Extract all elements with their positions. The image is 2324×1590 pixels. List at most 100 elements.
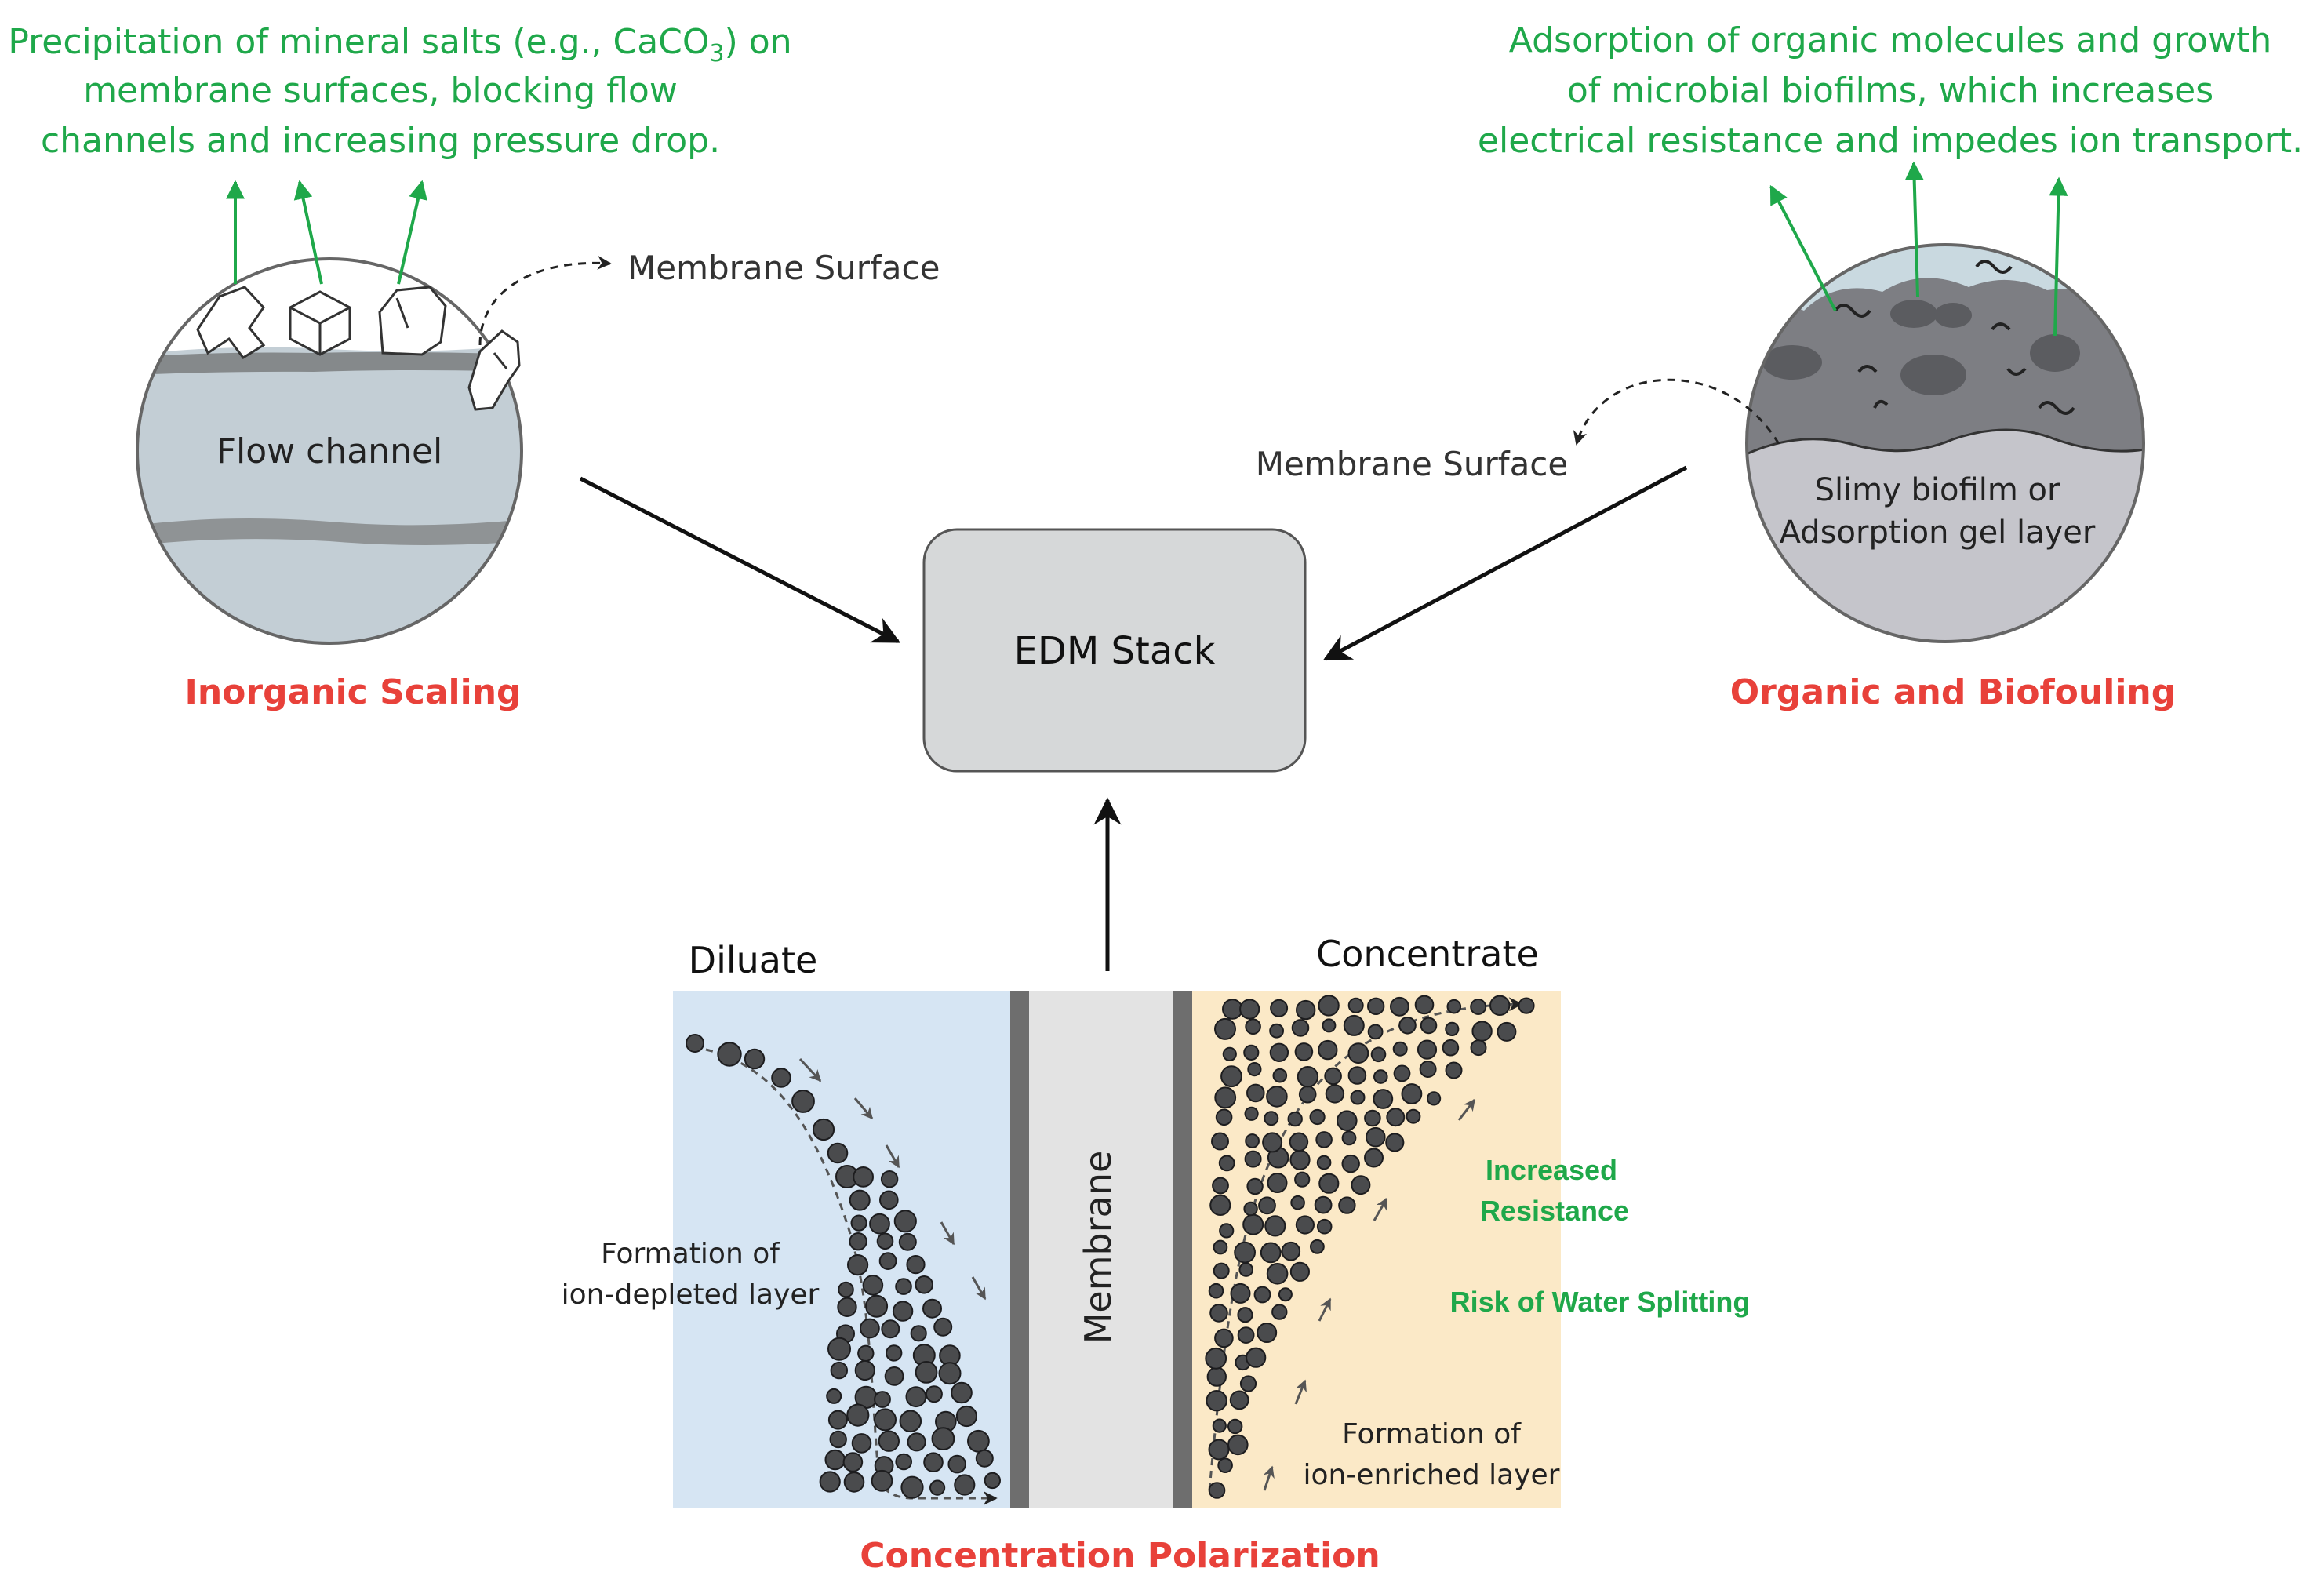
ion-particle-icon <box>812 1118 835 1141</box>
ion-particle-icon <box>1316 1218 1333 1235</box>
resistance-label-line1: Increased <box>1486 1154 1617 1186</box>
ion-particle-icon <box>910 1325 927 1342</box>
ion-particle-icon <box>1266 1086 1288 1108</box>
ion-particle-icon <box>1234 1241 1256 1264</box>
ion-particle-icon <box>1260 1242 1282 1264</box>
ion-particle-icon <box>1373 1069 1388 1084</box>
concentration-polarization-panel: Membrane Diluate Concentrate Formation o… <box>562 933 1751 1576</box>
bacteria-icon <box>2006 367 2027 376</box>
ion-particle-icon <box>1350 1090 1366 1105</box>
organic-membrane-label: Membrane Surface <box>1256 445 1568 483</box>
flow-channel-label: Flow channel <box>216 431 443 471</box>
ion-particle-icon <box>915 1275 933 1294</box>
ion-particle-icon <box>938 1362 962 1385</box>
ion-particle-icon <box>1367 1024 1384 1040</box>
ion-particle-icon <box>1419 1061 1437 1078</box>
ion-particle-icon <box>1222 999 1243 1020</box>
ion-particle-icon <box>1366 1126 1386 1148</box>
bacteria-icon <box>1834 304 1871 318</box>
cube-icon <box>289 290 351 356</box>
ion-particle-icon <box>847 1254 869 1276</box>
inorganic-caption-line1: Precipitation of mineral salts (e.g., Ca… <box>8 22 791 67</box>
ion-particle-icon <box>1385 1133 1405 1152</box>
ion-particle-icon <box>874 1391 891 1408</box>
membrane-label: Membrane <box>1077 1151 1119 1344</box>
biofouling-pointer-arrow <box>1769 184 1837 311</box>
ion-particle-icon <box>824 1449 846 1471</box>
ion-particle-icon <box>1325 1084 1345 1104</box>
ion-particle-icon <box>827 1410 848 1430</box>
ion-particle-icon <box>1289 1261 1311 1282</box>
ion-particle-icon <box>1237 1307 1253 1323</box>
ion-particle-icon <box>1518 997 1535 1014</box>
ion-particle-icon <box>1401 1083 1423 1104</box>
ion-particle-icon <box>1222 1046 1237 1062</box>
ion-particle-icon <box>1445 1061 1463 1079</box>
ion-particle-icon <box>1253 1286 1271 1304</box>
flow-arrow <box>853 1097 874 1120</box>
ion-particle-icon <box>1238 1262 1253 1277</box>
ion-particle-icon <box>851 1433 872 1454</box>
ion-particle-icon <box>1278 1287 1293 1302</box>
ion-particle-icon <box>1281 1241 1301 1261</box>
depleted-label-line2: ion-depleted layer <box>562 1279 820 1311</box>
ion-particle-icon <box>886 1344 903 1362</box>
gel-layer-label-line1: Slimy biofilm or <box>1815 472 2060 508</box>
ion-particle-icon <box>929 1479 946 1496</box>
ion-particle-icon <box>1341 1154 1360 1173</box>
ion-particle-icon <box>951 1381 973 1404</box>
enriched-label-line1: Formation of <box>1342 1418 1522 1450</box>
ion-particle-icon <box>967 1429 990 1453</box>
ion-particle-icon <box>857 1344 875 1363</box>
ion-particle-icon <box>1227 1418 1243 1435</box>
ion-particle-icon <box>905 1386 927 1408</box>
flow-arrow <box>885 1144 900 1169</box>
ion-particle-icon <box>1206 1366 1227 1387</box>
ion-particle-icon <box>1245 1018 1261 1035</box>
ion-particle-icon <box>1239 999 1260 1020</box>
ion-particle-icon <box>1272 1068 1288 1083</box>
ion-particle-icon <box>899 1410 922 1433</box>
biofouling-circle-outline <box>1745 243 2145 643</box>
ion-particle-icon <box>1298 1085 1317 1104</box>
ion-particle-icon <box>827 1142 849 1164</box>
ion-particle-icon <box>1420 1017 1438 1035</box>
membrane-left-wall <box>1010 991 1029 1508</box>
diluate-label: Diluate <box>689 939 818 981</box>
ion-particle-icon <box>1386 1108 1406 1127</box>
concentrate-flow-guide <box>1208 997 1523 1491</box>
ion-particle-icon <box>1208 1482 1226 1499</box>
ion-particle-icon <box>1310 1239 1325 1254</box>
ion-particle-icon <box>869 1213 890 1235</box>
biofouling-pointer-arrow <box>2049 176 2068 337</box>
bacteria-icon <box>1991 322 2011 331</box>
flow-arrow <box>1373 1197 1388 1221</box>
ion-particle-icon <box>1470 1039 1487 1057</box>
biofouling-to-stack-arrow <box>1322 465 1688 661</box>
ion-particle-icon <box>865 1294 889 1318</box>
ion-particle-icon <box>1351 1175 1371 1195</box>
ion-particle-icon <box>1347 1042 1369 1064</box>
inorganic-caption-line2: membrane surfaces, blocking flow <box>83 71 678 111</box>
ion-particle-icon <box>871 1469 893 1492</box>
ion-particle-icon <box>1295 1215 1315 1235</box>
ion-particle-icon <box>1364 1109 1381 1127</box>
ion-particle-icon <box>1214 1017 1236 1040</box>
scaling-pointer-arrow <box>397 180 427 285</box>
ion-particle-icon <box>954 1474 976 1496</box>
ion-particle-icon <box>884 1366 904 1386</box>
ion-particle-icon <box>1209 1194 1231 1217</box>
ion-particle-icon <box>1442 1039 1460 1057</box>
flow-arrow <box>1457 1098 1476 1121</box>
ion-particle-icon <box>1347 1066 1367 1085</box>
ion-particle-icon <box>879 1190 899 1210</box>
edm-stack-box <box>922 528 1307 773</box>
ion-particle-icon <box>1393 1064 1411 1082</box>
ion-particle-icon <box>717 1042 742 1067</box>
ion-particle-icon <box>1370 1046 1387 1063</box>
ion-particle-icon <box>842 1452 864 1472</box>
ion-particle-icon <box>862 1275 884 1296</box>
bacteria-icon <box>1873 399 1889 409</box>
ion-particle-icon <box>1392 1041 1408 1057</box>
ion-particle-icon <box>1242 1213 1264 1235</box>
